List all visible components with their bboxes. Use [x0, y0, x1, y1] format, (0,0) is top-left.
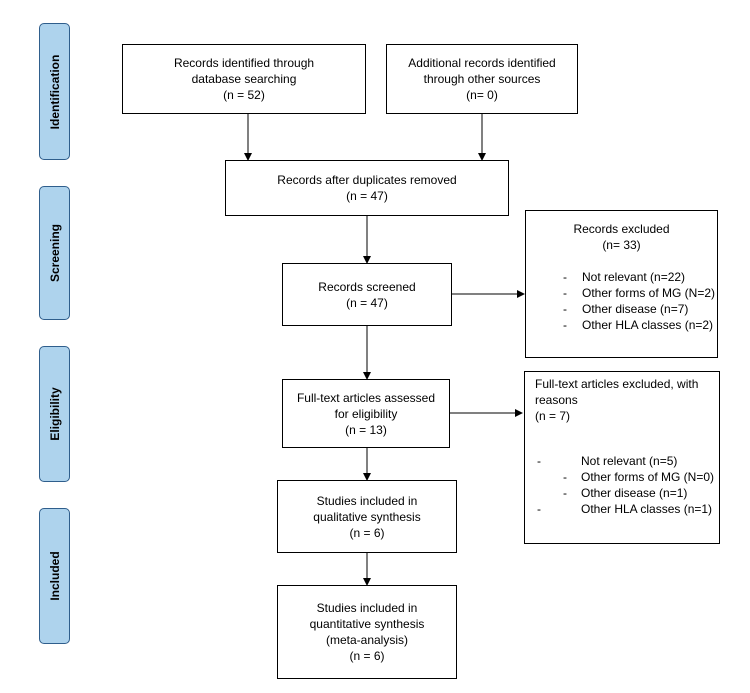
fulltext-excluded-reason: Other forms of MG (N=0)	[581, 470, 715, 484]
excluded-reason: Other HLA classes (n=2)	[582, 318, 714, 332]
other-sources-line2: through other sources	[423, 72, 541, 86]
fulltext-excluded-line1: Full-text articles excluded, with	[535, 377, 699, 391]
screened-line1: Records screened	[318, 279, 416, 294]
db-search-line1: Records identified through	[173, 56, 315, 70]
excluded-reason-dash: -	[563, 286, 567, 300]
fulltext-excluded-reason: Other disease (n=1)	[581, 486, 688, 500]
box-records-excluded: Records excluded (n= 33) - Not relevant …	[525, 210, 718, 358]
fulltext-excluded-line2: reasons	[535, 393, 578, 407]
fulltext-excluded-reason-dash: -	[563, 486, 567, 500]
fulltext-excluded-reason-dash: -	[537, 502, 541, 516]
excluded-count: (n= 33)	[602, 238, 641, 252]
stage-identification: Identification	[39, 23, 70, 160]
box-records-screened: Records screened (n = 47)	[282, 263, 452, 326]
fulltext-excluded-reason-dash: -	[537, 454, 541, 468]
stage-eligibility: Eligibility	[39, 346, 70, 482]
box-quantitative-synthesis: Studies included in quantitative synthes…	[277, 585, 457, 679]
fulltext-count: (n = 13)	[345, 422, 387, 437]
other-sources-line1: Additional records identified	[408, 56, 556, 70]
quantitative-line1: Studies included in	[316, 601, 418, 615]
box-fulltext-excluded: Full-text articles excluded, with reason…	[524, 371, 720, 544]
excluded-title: Records excluded	[573, 222, 670, 236]
fulltext-line1: Full-text articles assessed	[296, 390, 436, 405]
box-fulltext-assessed: Full-text articles assessed for eligibil…	[282, 379, 450, 448]
excluded-reasons-list: - Not relevant (n=22) - Other forms of M…	[526, 269, 716, 349]
quantitative-line3: (meta-analysis)	[325, 633, 409, 647]
excluded-reason: Other forms of MG (N=2)	[582, 286, 716, 300]
box-qualitative-synthesis: Studies included in qualitative synthesi…	[277, 480, 457, 553]
db-search-line2: database searching	[191, 72, 297, 86]
qualitative-line1: Studies included in	[316, 493, 418, 508]
stage-screening: Screening	[39, 186, 70, 320]
excluded-reason: Other disease (n=7)	[582, 302, 689, 316]
fulltext-excluded-reason: Other HLA classes (n=1)	[581, 502, 713, 516]
screened-count: (n = 47)	[346, 295, 388, 310]
fulltext-excluded-reason-dash: -	[563, 470, 567, 484]
other-sources-count: (n= 0)	[466, 88, 498, 102]
quantitative-count: (n = 6)	[349, 649, 385, 663]
excluded-reason: Not relevant (n=22)	[582, 270, 686, 284]
fulltext-excluded-reason: Not relevant (n=5)	[581, 454, 678, 468]
db-search-count: (n = 52)	[223, 88, 265, 102]
after-duplicates-line1: Records after duplicates removed	[277, 173, 457, 187]
stage-included: Included	[39, 508, 70, 644]
fulltext-excluded-reasons-list: - Not relevant (n=5) - Other forms of MG…	[525, 453, 719, 533]
excluded-reason-dash: -	[563, 270, 567, 284]
fulltext-excluded-count: (n = 7)	[535, 409, 571, 423]
excluded-reason-dash: -	[563, 302, 567, 316]
box-database-search: Records identified through database sear…	[122, 44, 366, 114]
qualitative-count: (n = 6)	[349, 525, 385, 540]
fulltext-line2: for eligibility	[334, 406, 398, 421]
after-duplicates-count: (n = 47)	[346, 189, 388, 203]
quantitative-line2: quantitative synthesis	[309, 617, 425, 631]
qualitative-line2: qualitative synthesis	[313, 509, 421, 524]
box-after-duplicates: Records after duplicates removed (n = 47…	[225, 160, 509, 216]
box-other-sources: Additional records identified through ot…	[386, 44, 578, 114]
excluded-reason-dash: -	[563, 318, 567, 332]
